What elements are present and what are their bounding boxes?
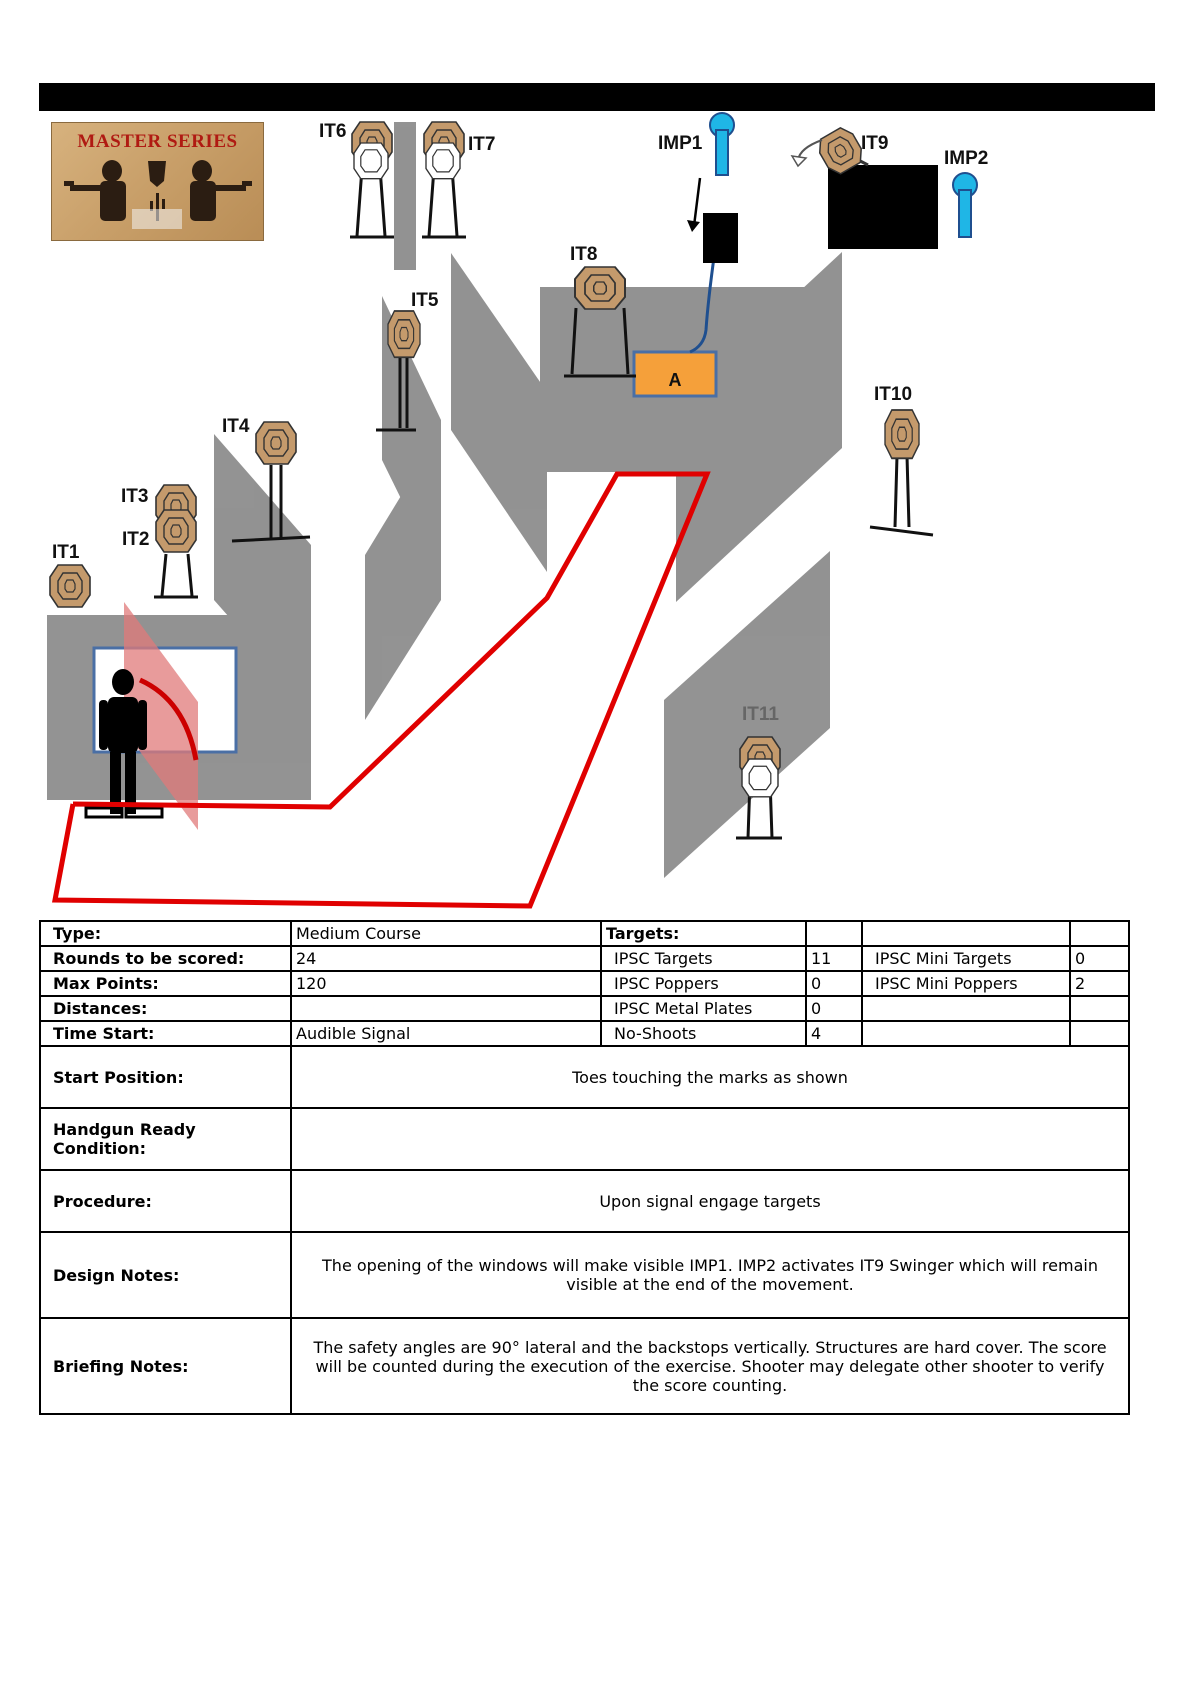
it7-label: IT7 <box>468 134 495 155</box>
design-notes-label: Design Notes: <box>39 1231 292 1319</box>
noshoots-label: No-Shoots <box>600 1020 807 1047</box>
mini-poppers-value: 2 <box>1069 970 1130 997</box>
it1-target <box>49 564 91 608</box>
start-position-label: Start Position: <box>39 1045 292 1109</box>
shooter-figure <box>99 669 147 814</box>
ipsc-poppers-label: IPSC Poppers <box>600 970 807 997</box>
ready-condition-label: Handgun Ready Condition: <box>39 1107 292 1171</box>
ipsc-targets-value: 11 <box>805 945 863 972</box>
it8-label: IT8 <box>570 244 597 265</box>
procedure-value: Upon signal engage targets <box>290 1169 1130 1233</box>
imp1-cable <box>689 249 717 354</box>
it4-label: IT4 <box>222 416 250 437</box>
stage-diagram: A <box>47 112 988 909</box>
briefing-notes-value: The safety angles are 90° lateral and th… <box>290 1317 1130 1415</box>
distances-label: Distances: <box>39 995 292 1022</box>
it10-label: IT10 <box>874 384 912 405</box>
it9-label: IT9 <box>861 133 888 154</box>
center-wall <box>365 430 441 720</box>
box-a <box>632 350 718 398</box>
it6-noshoot <box>353 142 389 180</box>
it9-cover-box <box>828 165 938 249</box>
ipsc-targets-label: IPSC Targets <box>600 945 807 972</box>
imp2-label: IMP2 <box>944 148 988 169</box>
door-swing-arc <box>138 677 199 761</box>
noshoots-value: 4 <box>805 1020 863 1047</box>
it3-label: IT3 <box>121 486 148 507</box>
time-start-label: Time Start: <box>39 1020 292 1047</box>
imp1-label: IMP1 <box>658 133 703 154</box>
header-bar <box>39 83 1155 111</box>
it11-label: IT11 <box>742 704 779 725</box>
max-points-label: Max Points: <box>39 970 292 997</box>
imp2-popper <box>952 172 978 238</box>
it7-noshoot <box>425 142 461 180</box>
ready-condition-value <box>290 1107 1130 1171</box>
it8-target <box>574 266 626 310</box>
targets-header: Targets: <box>600 920 807 947</box>
it4-target <box>255 421 297 465</box>
briefing-notes-label: Briefing Notes: <box>39 1317 292 1415</box>
it1-label: IT1 <box>52 542 80 563</box>
it6-label: IT6 <box>319 121 346 142</box>
design-notes-value: The opening of the windows will make vis… <box>290 1231 1130 1319</box>
mini-poppers-label: IPSC Mini Poppers <box>861 970 1071 997</box>
rounds-label: Rounds to be scored: <box>39 945 292 972</box>
shooter-foot-marks <box>84 806 164 819</box>
mini-targets-label: IPSC Mini Targets <box>861 945 1071 972</box>
it2-label: IT2 <box>122 529 149 550</box>
it11-noshoot <box>741 758 779 798</box>
left-long-wall <box>451 253 547 572</box>
it5-target <box>387 310 421 359</box>
it4-wall <box>214 434 311 710</box>
distances-value <box>290 995 602 1022</box>
it2-target <box>155 509 197 553</box>
metal-plates-label: IPSC Metal Plates <box>600 995 807 1022</box>
it5-label: IT5 <box>411 290 439 311</box>
imp1-popper <box>709 112 735 176</box>
mini-targets-value: 0 <box>1069 945 1130 972</box>
right-wall <box>676 252 842 602</box>
stage-info-table: Type: Medium Course Targets: Rounds to b… <box>39 920 1130 1415</box>
type-label: Type: <box>39 920 292 947</box>
start-position-value: Toes touching the marks as shown <box>290 1045 1130 1109</box>
type-value: Medium Course <box>290 920 602 947</box>
logo-title: MASTER SERIES <box>77 131 238 152</box>
metal-plates-value: 0 <box>805 995 863 1022</box>
fault-line-plane <box>124 602 198 830</box>
it6-it7-divider <box>394 122 416 270</box>
procedure-label: Procedure: <box>39 1169 292 1233</box>
ipsc-poppers-value: 0 <box>805 970 863 997</box>
time-start-value: Audible Signal <box>290 1020 602 1047</box>
shooting-area-boundary <box>51 471 711 909</box>
it11-wall <box>664 551 830 878</box>
imp1-activator <box>703 213 738 263</box>
box-a-label: A <box>669 370 682 390</box>
max-points-value: 120 <box>290 970 602 997</box>
master-series-logo: MASTER SERIES <box>51 122 264 241</box>
it10-target <box>884 409 920 460</box>
rounds-value: 24 <box>290 945 602 972</box>
